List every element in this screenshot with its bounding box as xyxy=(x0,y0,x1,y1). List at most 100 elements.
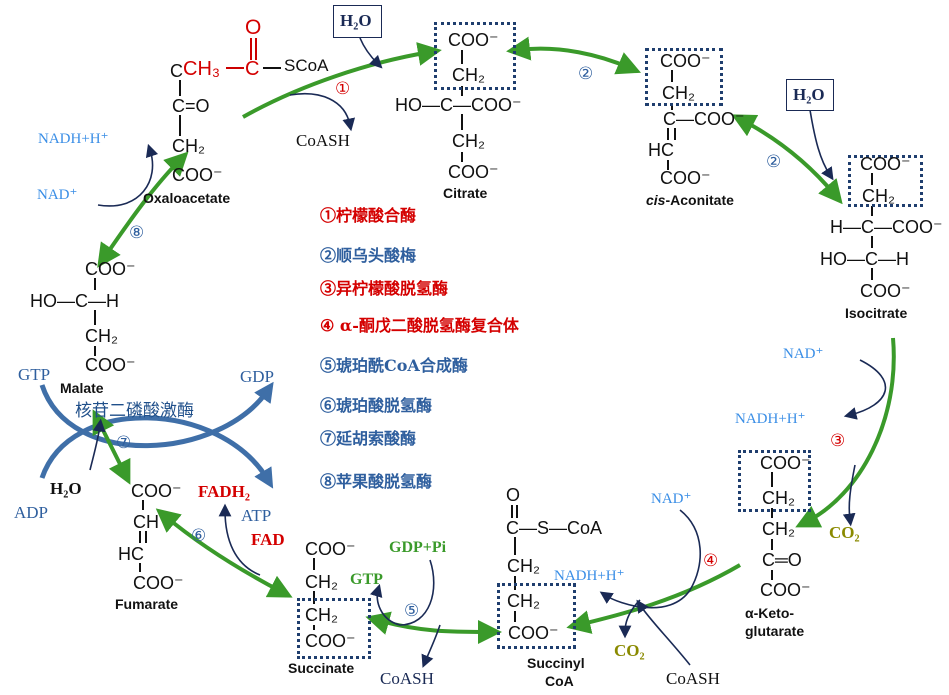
nad-label-4: NAD⁺ xyxy=(651,491,692,507)
bonds xyxy=(94,38,873,630)
acetyl-coa-carbon: C xyxy=(245,58,260,80)
h2o-box-1 xyxy=(333,5,382,38)
arrow-step8 xyxy=(97,151,189,268)
acetyl-coa-scoa: SCoA xyxy=(284,56,329,75)
akg-ch2a: CH₂ xyxy=(762,488,795,508)
coash-label-1: CoASH xyxy=(296,131,350,150)
aconitate-suffix: -Aconitate xyxy=(665,192,734,208)
cis-aconitate-label: cis-Aconitate xyxy=(646,193,734,207)
citrate-coo2: COO⁻ xyxy=(448,162,499,182)
succinyl-coa-thioester: C—S—CoA xyxy=(506,518,603,538)
akg-co: C═O xyxy=(762,550,802,570)
oxaloacetate-ch2: CH₂ xyxy=(172,136,205,156)
fumarate-coo1: COO⁻ xyxy=(131,481,182,501)
arrow-step3 xyxy=(795,337,896,528)
isocitrate-center1: H—C—COO⁻ xyxy=(830,217,943,237)
succinyl-coa-label-1: Succinyl xyxy=(527,655,585,671)
step-7-marker: ⑦ xyxy=(116,433,132,452)
cis-prefix: cis xyxy=(646,192,666,208)
isocitrate-ch2: CH₂ xyxy=(862,186,895,206)
nadh-label-3: NADH+H⁺ xyxy=(735,411,806,427)
succinyl-coa-oxygen: O xyxy=(506,485,521,505)
succinate-box xyxy=(297,598,371,659)
adp-to-atp-arrow xyxy=(39,415,274,489)
coash-arrow-5 xyxy=(421,624,441,668)
isocitrate-coo1: COO⁻ xyxy=(860,154,911,174)
gtp-to-gdp-arrow xyxy=(39,381,274,449)
enzyme-1: ①柠檬酸合酶 xyxy=(320,206,417,225)
gdp-label: GDP xyxy=(240,367,275,386)
malate-ch2: CH₂ xyxy=(85,326,118,346)
succinyl-coa-ch2b: CH₂ xyxy=(507,591,540,611)
step-2b-marker: ② xyxy=(766,152,782,171)
succinyl-coa-ch2a: CH₂ xyxy=(507,556,540,576)
succinate-coo1: COO⁻ xyxy=(305,539,356,559)
fadh2-label: FADH₂ xyxy=(198,482,250,501)
enzyme-3: ③异柠檬酸脱氢酶 xyxy=(320,279,449,298)
coash-arrow-4 xyxy=(636,599,691,666)
cis-aconitate-box xyxy=(645,48,723,106)
acetyl-coa-ch3: CH₃ xyxy=(183,58,221,80)
malate-label: Malate xyxy=(60,380,104,396)
arrow-step5 xyxy=(365,611,502,644)
h2o-in-arrow-1 xyxy=(359,37,383,69)
step-4-marker: ④ xyxy=(703,551,719,570)
acetyl-coa-oxygen: O xyxy=(245,16,262,39)
gtp-label-5: GTP xyxy=(350,571,383,588)
fumarate-hc: HC xyxy=(118,544,144,564)
akg-coo2: COO⁻ xyxy=(760,580,811,600)
nucleoside-diphosphate-kinase-label: 核苷二磷酸激酶 xyxy=(75,401,194,421)
citrate-label: Citrate xyxy=(443,185,488,201)
cis-aconitate-coo1: COO⁻ xyxy=(660,51,711,71)
arrow-step6 xyxy=(155,508,293,598)
arrow-step2b xyxy=(731,114,843,205)
fumarate-ch: CH xyxy=(133,512,159,532)
malate-coo1: COO⁻ xyxy=(85,259,136,279)
oxaloacetate-coo: COO⁻ xyxy=(172,165,223,185)
oxaloacetate-c: C xyxy=(170,61,183,81)
h2o-label-2: H₂O xyxy=(793,85,825,104)
nad-label-3: NAD⁺ xyxy=(783,346,824,362)
citrate-coo1: COO⁻ xyxy=(448,30,499,50)
oxaloacetate-co: C=O xyxy=(172,96,210,116)
nadh-label-4: NADH+H⁺ xyxy=(554,568,625,584)
cis-aconitate-hc: HC xyxy=(648,140,674,160)
succinyl-coa-box xyxy=(497,583,576,649)
step-3-marker: ③ xyxy=(830,431,846,450)
enzyme-5: ⑤琥珀酰CoA合成酶 xyxy=(320,356,468,375)
fumarate-label: Fumarate xyxy=(115,596,179,612)
succinate-ch2a: CH₂ xyxy=(305,572,338,592)
cis-aconitate-ch2: CH₂ xyxy=(662,83,695,103)
malate-center: HO—C—H xyxy=(30,291,119,311)
succinate-label: Succinate xyxy=(288,660,355,676)
nad-arrow-3 xyxy=(843,359,887,420)
citrate-ch2b: CH₂ xyxy=(452,131,485,151)
arrow-step2a xyxy=(506,36,642,75)
enzyme-6: ⑥琥珀酸脱氢酶 xyxy=(320,396,433,415)
step-6-marker: ⑥ xyxy=(191,526,207,545)
co2-label-4: CO₂ xyxy=(614,641,645,660)
citrate-ch2a: CH₂ xyxy=(452,65,485,85)
citrate-box xyxy=(434,22,516,90)
isocitrate-box xyxy=(848,155,923,207)
nad-arrow-4 xyxy=(599,509,701,609)
succinyl-coa-coo: COO⁻ xyxy=(508,623,559,643)
citrate-center: HO—C—COO⁻ xyxy=(395,95,522,115)
enzyme-4: ④ α-酮戊二酸脱氢酶复合体 xyxy=(320,316,519,335)
nad-label-8: NAD⁺ xyxy=(37,187,78,203)
isocitrate-coo2: COO⁻ xyxy=(860,281,911,301)
akg-ch2b: CH₂ xyxy=(762,519,795,539)
gdp-pi-label: GDP+Pi xyxy=(389,539,447,556)
cis-aconitate-center: C—COO⁻ xyxy=(663,109,745,129)
nadh-label-8: NADH+H⁺ xyxy=(38,131,109,147)
alpha-ketoglutarate-box xyxy=(738,450,811,512)
coash-out-arrow-1 xyxy=(289,93,356,132)
fad-arrow-6 xyxy=(218,503,261,576)
co2-label-3: CO₂ xyxy=(829,523,860,542)
coash-label-5: CoASH xyxy=(380,669,434,688)
fumarate-coo2: COO⁻ xyxy=(133,573,184,593)
malate-coo2: COO⁻ xyxy=(85,355,136,375)
succinate-coo2: COO⁻ xyxy=(305,631,356,651)
